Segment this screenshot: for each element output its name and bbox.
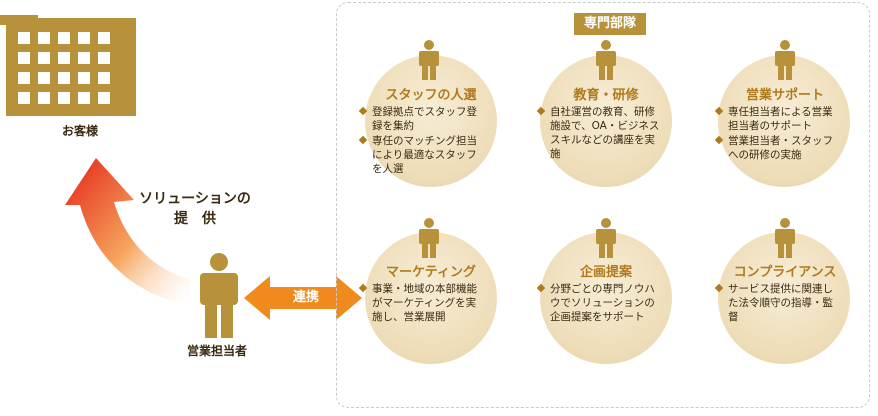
bullet-item: 専任のマッチング担当により最適なスタッフを人選	[360, 134, 484, 176]
person-icon	[775, 218, 795, 258]
building-icon	[0, 15, 136, 116]
unit-bullets: 専任担当者による営業担当者のサポート 営業担当者・スタッフへの研修の実施	[716, 105, 840, 163]
unit-bullets: 事業・地域の本部機能がマーケティングを実施し、営業展開	[360, 282, 484, 325]
link-arrow-label: 連携	[292, 290, 319, 305]
unit-bullets: 登録拠点でスタッフ登録を集約 専任のマッチング担当により最適なスタッフを人選	[360, 105, 484, 177]
unit-bullets: 分野ごとの専門ノウハウでソリューションの企画提案をサポート	[538, 282, 662, 325]
double-arrow-icon	[244, 276, 362, 320]
team-title-badge: 専門部隊	[574, 13, 646, 35]
unit-bullets: サービス提供に関連した法令順守の指導・監督	[716, 282, 840, 325]
person-icon	[775, 40, 795, 80]
solution-line2: 提 供	[174, 211, 216, 227]
person-icon	[419, 218, 439, 258]
bullet-item: 登録拠点でスタッフ登録を集約	[360, 105, 484, 133]
bullet-item: 事業・地域の本部機能がマーケティングを実施し、営業展開	[360, 282, 484, 324]
team-frame	[336, 2, 870, 408]
unit-title: スタッフの人選	[385, 88, 477, 103]
customer-label: お客様	[61, 124, 98, 138]
bullet-item: 専任担当者による営業担当者のサポート	[716, 105, 840, 133]
solution-line1: ソリューションの	[139, 191, 251, 207]
unit-title: 企画提案	[579, 265, 632, 280]
unit-title: コンプライアンス	[733, 265, 837, 280]
curved-up-arrow-icon	[65, 158, 190, 305]
unit-title: マーケティング	[386, 265, 476, 280]
bullet-item: 分野ごとの専門ノウハウでソリューションの企画提案をサポート	[538, 282, 662, 324]
person-icon	[419, 40, 439, 80]
sales-label: 営業担当者	[186, 344, 247, 358]
unit-title: 営業サポート	[745, 88, 824, 103]
person-icon	[200, 253, 238, 338]
bullet-item: 自社運営の教育、研修施設で、OA・ビジネススキルなどの講座を実施	[538, 105, 662, 161]
bullet-item: サービス提供に関連した法令順守の指導・監督	[716, 282, 840, 324]
unit-title: 教育・研修	[573, 88, 639, 103]
bullet-item: 営業担当者・スタッフへの研修の実施	[716, 134, 840, 162]
person-icon	[596, 218, 616, 258]
solution-label: ソリューションの 提 供	[120, 189, 270, 229]
person-icon	[596, 40, 616, 80]
unit-bullets: 自社運営の教育、研修施設で、OA・ビジネススキルなどの講座を実施	[538, 105, 662, 162]
